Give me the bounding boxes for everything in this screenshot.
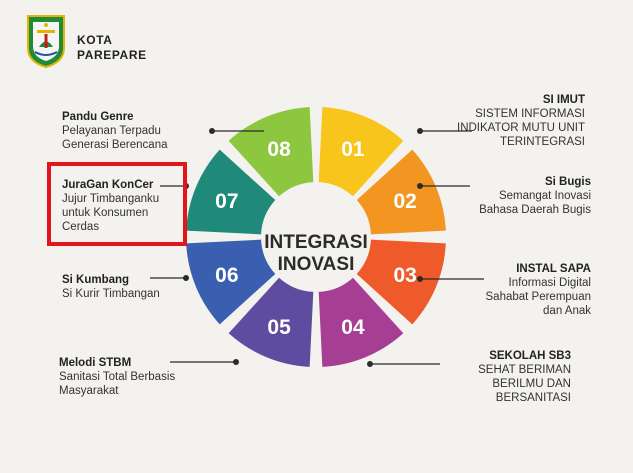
segment-02 [356, 149, 446, 235]
highlight-box [47, 162, 187, 246]
segment-08 [228, 107, 314, 197]
item-08-title: Pandu Genre [62, 111, 134, 123]
item-03-title: INSTAL SAPA [516, 263, 591, 275]
connector-01-dot [417, 128, 423, 134]
segment-01 [318, 107, 404, 197]
item-06-description: Si Kurir Timbangan [62, 288, 160, 300]
item-07-label: JuraGan KonCer Jujur Timbanganku untuk K… [62, 178, 159, 234]
item-07-title: JuraGan KonCer [62, 179, 154, 191]
item-05-description: Sanitasi Total Berbasis Masyarakat [59, 371, 176, 397]
center-title-line-2: INOVASI [278, 254, 355, 275]
segment-number-03: 03 [393, 264, 416, 287]
wheel-segments: 01 02 03 04 05 06 07 08 [186, 107, 446, 367]
item-02-label: Si Bugis Semangat Inovasi Bahasa Daerah … [479, 175, 591, 217]
item-02-title: Si Bugis [544, 176, 591, 188]
item-01-title: SI IMUT [542, 94, 585, 106]
item-01-description: SISTEM INFORMASI INDIKATOR MUTU UNIT TER… [457, 108, 585, 148]
parepare-emblem-icon [27, 15, 65, 68]
connector-02-dot [417, 183, 423, 189]
item-01-label: SI IMUT SISTEM INFORMASI INDIKATOR MUTU … [457, 93, 585, 149]
connector-05-dot [233, 359, 239, 365]
item-08-label: Pandu Genre Pelayanan Terpadu Generasi B… [62, 110, 167, 152]
connector-04-dot [367, 361, 373, 367]
item-05-title: Melodi STBM [59, 357, 132, 369]
segment-number-08: 08 [267, 138, 291, 161]
item-05-label: Melodi STBM Sanitasi Total Berbasis Masy… [59, 356, 175, 398]
connector-03-dot [417, 276, 423, 282]
segment-number-06: 06 [215, 264, 238, 287]
segment-number-05: 05 [267, 316, 291, 339]
item-04-title: SEKOLAH SB3 [489, 350, 571, 362]
item-02-description: Semangat Inovasi Bahasa Daerah Bugis [479, 190, 591, 216]
segment-04 [318, 277, 404, 367]
item-03-description: Informasi Digital Sahabat Perempuan dan … [485, 277, 592, 317]
segment-07 [186, 149, 276, 235]
item-04-description: SEHAT BERIMAN BERILMU DAN BERSANITASI [478, 364, 571, 404]
org-line-2: PAREPARE [77, 48, 147, 62]
item-08-description: Pelayanan Terpadu Generasi Berencana [62, 125, 168, 151]
segment-number-01: 01 [341, 138, 365, 161]
connector-08-dot [209, 128, 215, 134]
segment-06 [186, 239, 276, 325]
connector-lines [150, 128, 484, 367]
connector-06-dot [183, 275, 189, 281]
item-07-description: Jujur Timbanganku untuk Konsumen Cerdas [62, 193, 160, 233]
item-06-label: Si Kumbang Si Kurir Timbangan [62, 273, 160, 301]
item-03-label: INSTAL SAPA Informasi Digital Sahabat Pe… [486, 262, 592, 318]
org-line-1: KOTA [77, 33, 113, 47]
item-06-title: Si Kumbang [62, 274, 130, 286]
segment-05 [228, 277, 314, 367]
segment-number-04: 04 [341, 316, 365, 339]
org-name: KOTA PAREPARE [77, 33, 147, 63]
segment-number-07: 07 [215, 190, 238, 213]
segment-number-02: 02 [393, 190, 416, 213]
center-title-line-1: INTEGRASI [264, 232, 367, 253]
segment-03 [356, 239, 446, 325]
item-04-label: SEKOLAH SB3 SEHAT BERIMAN BERILMU DAN BE… [478, 349, 571, 405]
